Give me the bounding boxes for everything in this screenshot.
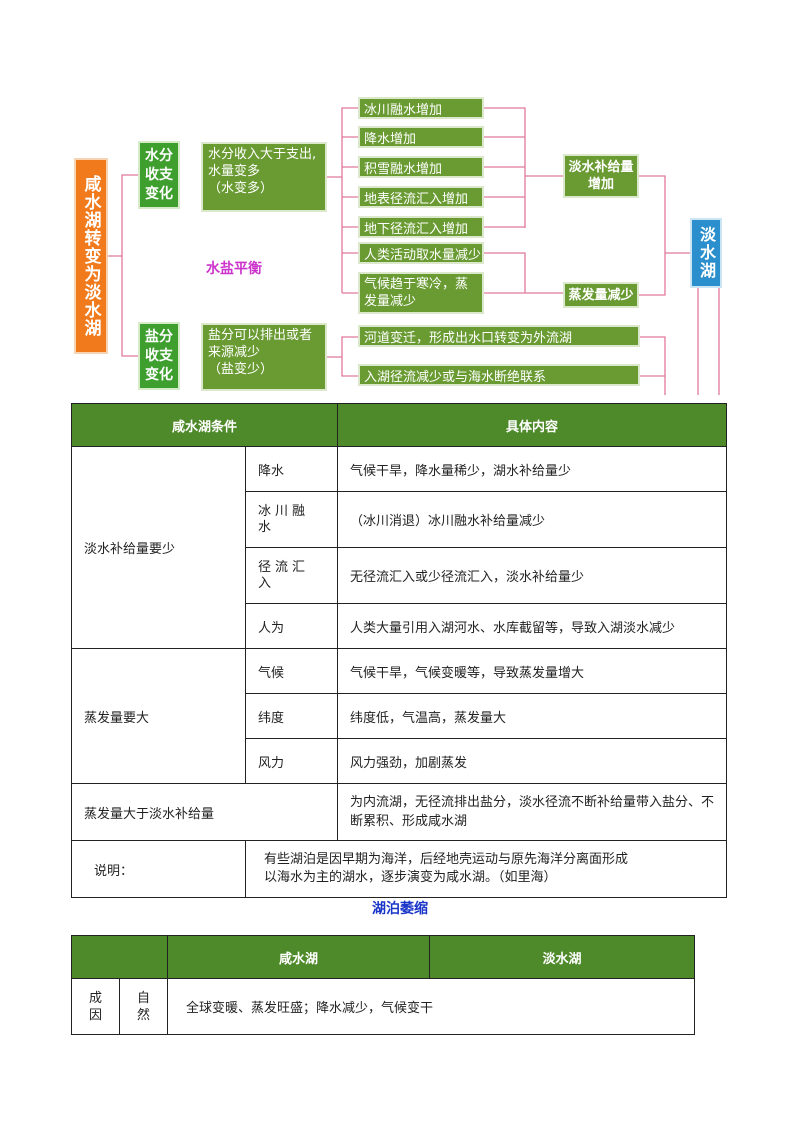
root-node: 咸水湖转变为淡水湖: [74, 158, 108, 354]
saltwater-lake-conditions-table: 咸水湖条件 具体内容 淡水补给量要少 降水 气候干旱，降水量稀少，湖水补给量少 …: [71, 403, 727, 898]
summary-content: 为内流湖，无径流排出盐分，淡水径流不断补给量带入盐分、不断累积、形成咸水湖: [337, 783, 727, 841]
content-precipitation: 气候干旱，降水量稀少，湖水补给量少: [337, 446, 727, 492]
group-label-supply: 淡水补给量要少: [71, 446, 246, 649]
factor-latitude: 纬度: [245, 693, 338, 739]
header-saltwater: 咸水湖: [167, 935, 430, 979]
water-category-node: 水分 收支 变化: [138, 141, 180, 209]
note-label: 说明：: [71, 840, 246, 898]
leaf-climate-cold: 气候趋于寒冷，蒸 发量减少: [358, 272, 484, 314]
leaf-ground-runoff: 地下径流汇入增加: [358, 216, 484, 238]
row-label-cause: 成 因: [71, 978, 120, 1035]
leaf-human-use: 人类活动取水量减少: [358, 242, 484, 264]
summary-label: 蒸发量大于淡水补给量: [71, 783, 338, 841]
balance-label: 水盐平衡: [206, 261, 262, 277]
leaf-precipitation: 降水增加: [358, 126, 484, 148]
header-freshwater: 淡水湖: [429, 935, 695, 979]
factor-human: 人为: [245, 603, 338, 649]
row-label-natural: 自 然: [119, 978, 168, 1035]
water-description-node: 水分收入大于支出, 水量变多 （水变多）: [201, 142, 327, 212]
content-climate: 气候干旱，气候变暖等，导致蒸发量增大: [337, 648, 727, 694]
mind-map: 咸水湖转变为淡水湖 水分 收支 变化 水分收入大于支出, 水量变多 （水变多） …: [0, 0, 800, 400]
lake-shrinkage-table: 咸水湖 淡水湖 成 因 自 然 全球变暖、蒸发旺盛；降水减少，气候变干: [71, 935, 695, 1035]
note-content: 有些湖泊是因早期为海洋，后经地壳运动与原先海洋分离面形成以海水为主的湖水，逐步演…: [245, 840, 727, 898]
content-glacier: （冰川消退）冰川融水补给量减少: [337, 491, 727, 548]
factor-wind: 风力: [245, 738, 338, 784]
evaporation-decrease-node: 蒸发量减少: [563, 282, 639, 308]
leaf-snow-melt: 积雪融水增加: [358, 156, 484, 178]
leaf-surface-runoff: 地表径流汇入增加: [358, 186, 484, 208]
leaf-river-change: 河道变迁，形成出水口转变为外流湖: [358, 325, 640, 347]
content-runoff: 无径流汇入或少径流汇入，淡水补给量少: [337, 547, 727, 604]
freshwater-lake-node: 淡水湖: [690, 218, 722, 288]
header-content: 具体内容: [337, 403, 727, 447]
lake-shrinkage-title: 湖泊萎缩: [372, 901, 428, 917]
header-blank: [71, 935, 168, 979]
content-latitude: 纬度低，气温高，蒸发量大: [337, 693, 727, 739]
content-human: 人类大量引用入湖河水、水库截留等，导致入湖淡水减少: [337, 603, 727, 649]
supply-increase-node: 淡水补给量 增加: [563, 154, 639, 198]
content-wind: 风力强劲，加剧蒸发: [337, 738, 727, 784]
group-label-evaporation: 蒸发量要大: [71, 648, 246, 784]
connector-lines: [108, 107, 720, 395]
leaf-runoff-reduce: 入湖径流减少或与海水断绝联系: [358, 364, 640, 386]
salt-category-node: 盐分 收支 变化: [138, 322, 180, 390]
header-conditions: 咸水湖条件: [71, 403, 338, 447]
salt-description-node: 盐分可以排出或者 来源减少 （盐变少）: [201, 323, 327, 391]
factor-glacier: 冰川融水: [245, 491, 338, 548]
factor-climate: 气候: [245, 648, 338, 694]
natural-cause-content: 全球变暖、蒸发旺盛；降水减少，气候变干: [167, 978, 695, 1035]
leaf-glacier-melt: 冰川融水增加: [358, 97, 484, 119]
factor-precipitation: 降水: [245, 446, 338, 492]
factor-runoff: 径流汇入: [245, 547, 338, 604]
